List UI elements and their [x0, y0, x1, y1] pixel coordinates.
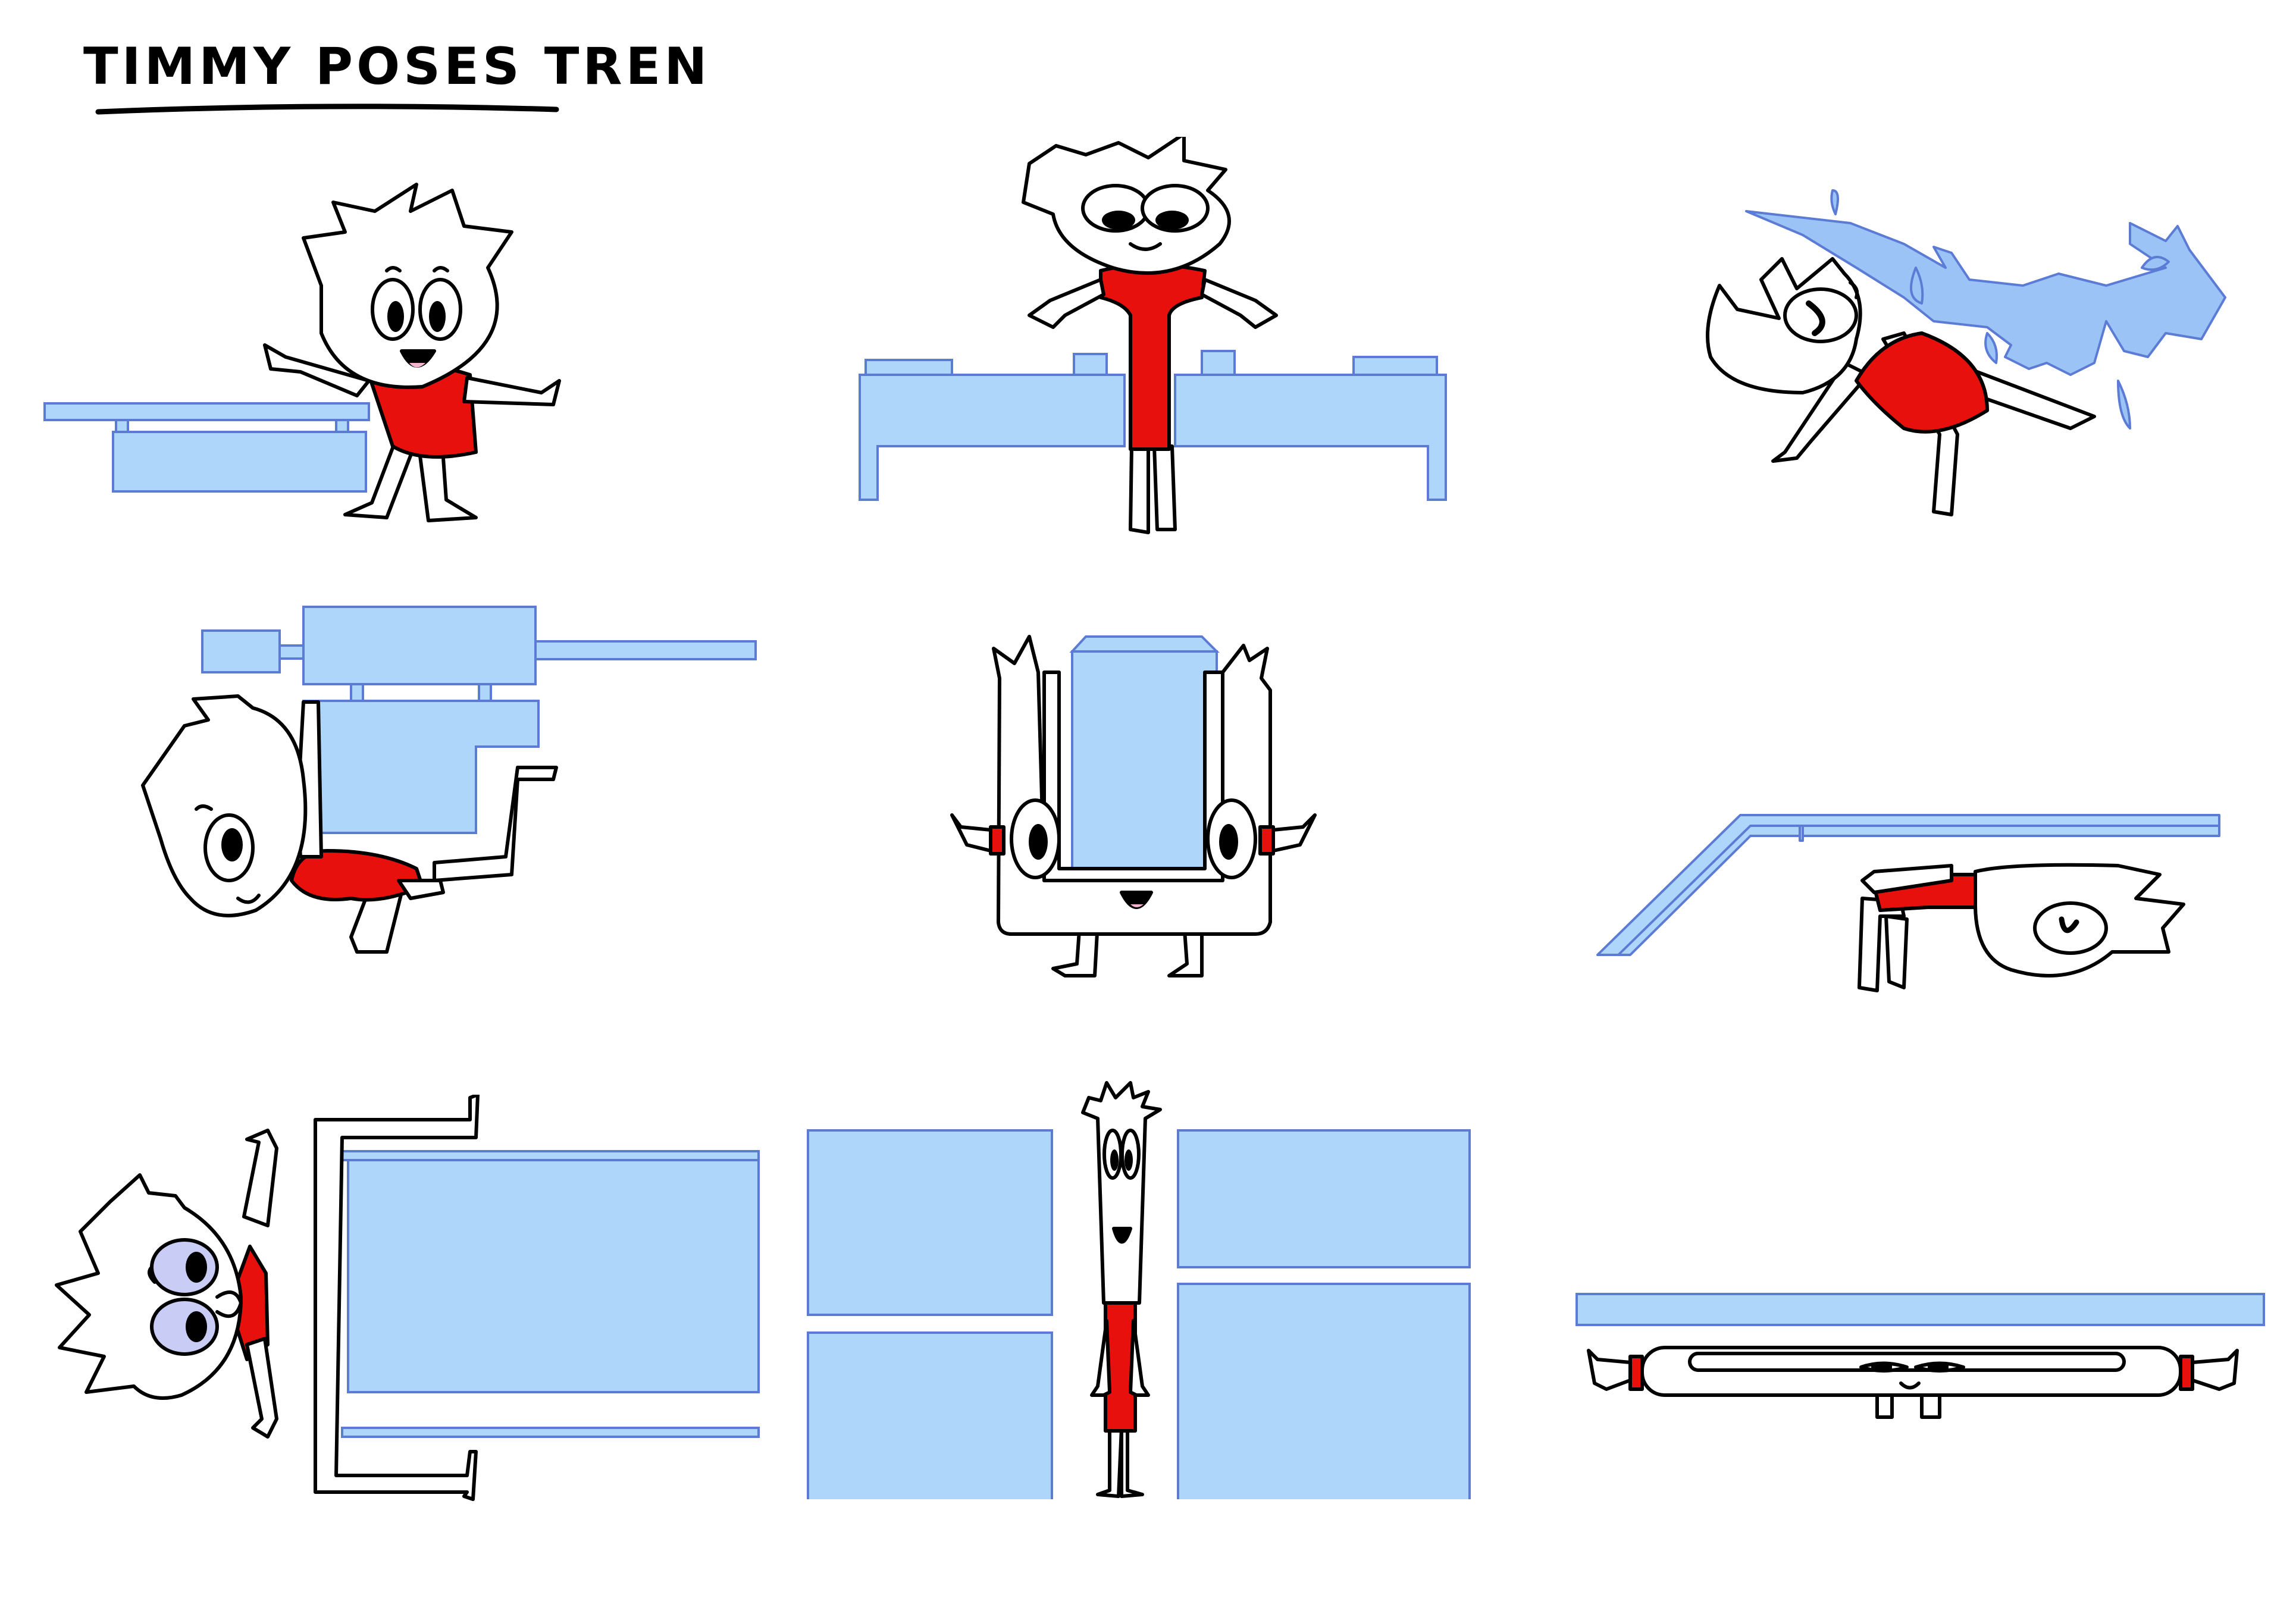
pose-9-flat-under-slab — [1575, 1293, 2265, 1419]
pose-3-bend-under-branch — [1706, 189, 2226, 516]
train-car-icon — [43, 402, 370, 493]
timmy-character-icon — [141, 694, 558, 954]
pose-8-thin-between-blocks — [807, 1081, 1471, 1499]
pose-4-carry-train — [141, 606, 757, 954]
sheet-title: TIMMY POSES TREN — [83, 37, 711, 96]
branch-icon — [1745, 189, 2226, 430]
train-car-icon — [201, 606, 757, 834]
slab-icon — [1575, 1293, 2265, 1326]
cargo-block-icon — [807, 1129, 1471, 1499]
timmy-character-icon — [950, 635, 1317, 977]
train-car-icon — [341, 1150, 760, 1438]
timmy-character-icon — [1858, 863, 2185, 992]
ramp-icon — [1596, 814, 2220, 956]
pose-6-crawl-under-ramp — [1596, 814, 2220, 992]
title-underline — [95, 104, 559, 115]
timmy-character-icon — [263, 183, 561, 522]
pose-1-wave-beside-train — [43, 183, 561, 522]
train-car-icon — [859, 350, 1447, 501]
pose-5-split-around-train — [950, 635, 1317, 977]
timmy-character-icon — [1587, 1346, 2239, 1419]
timmy-character-icon — [1706, 257, 2096, 516]
timmy-character-icon — [1081, 1081, 1162, 1498]
pose-7-lying-tracks — [55, 1095, 760, 1501]
pose-2-between-trains — [859, 137, 1447, 534]
train-car-icon — [1069, 635, 1220, 870]
timmy-character-icon — [1022, 137, 1278, 534]
timmy-character-icon — [55, 1095, 480, 1501]
